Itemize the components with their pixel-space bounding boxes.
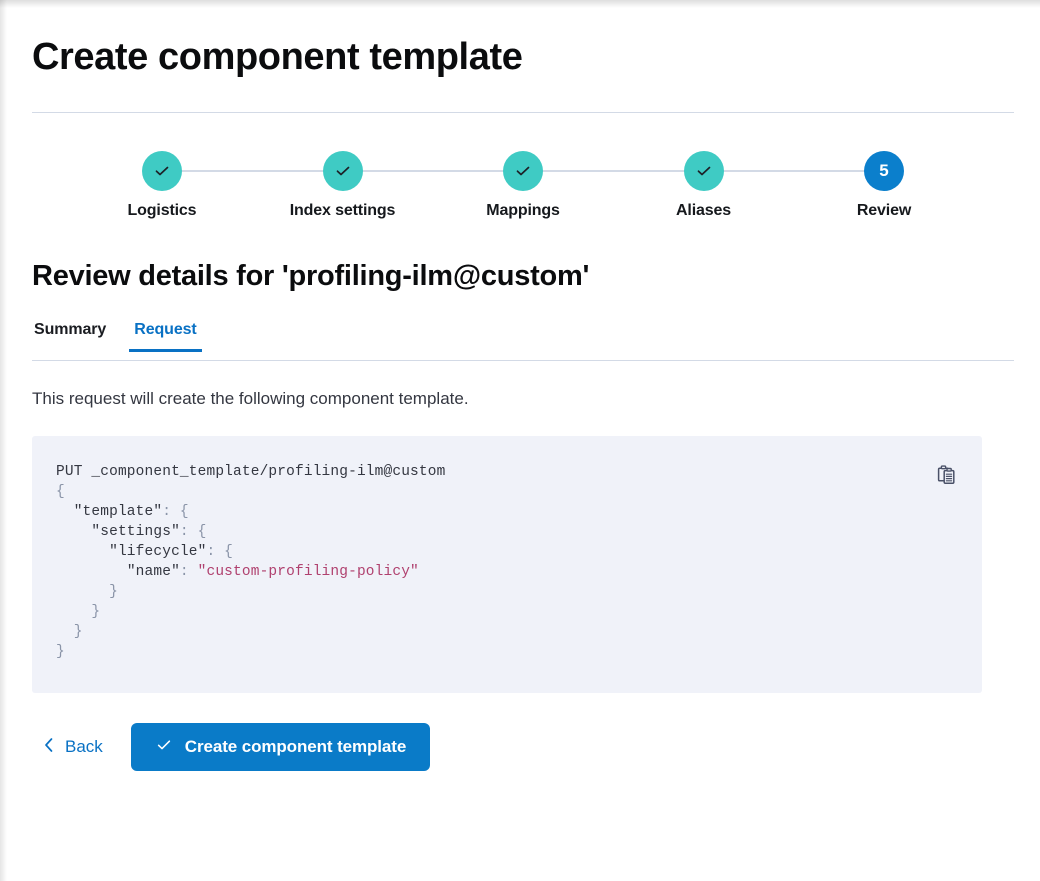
step-review[interactable]: 5 Review xyxy=(818,151,950,220)
code-line-close-3: } xyxy=(56,624,83,640)
step-label: Index settings xyxy=(289,202,396,219)
create-component-template-button[interactable]: Create component template xyxy=(130,723,431,771)
check-icon xyxy=(333,161,353,181)
back-button[interactable]: Back xyxy=(32,732,109,763)
step-status-complete xyxy=(142,151,182,191)
step-status-complete xyxy=(503,151,543,191)
tab-summary[interactable]: Summary xyxy=(32,321,108,351)
code-line-close-4: } xyxy=(56,644,65,660)
code-line-close-2: } xyxy=(56,604,101,620)
step-label: Logistics xyxy=(127,202,197,219)
code-line-put: PUT _component_template/profiling-ilm@cu… xyxy=(56,464,446,480)
tab-request[interactable]: Request xyxy=(129,321,203,352)
wizard-stepper: Logistics Index settings xyxy=(32,151,1014,233)
check-icon xyxy=(513,161,533,181)
review-heading: Review details for 'profiling-ilm@custom… xyxy=(32,260,590,292)
step-label: Review xyxy=(856,202,912,219)
review-tabs: Summary Request xyxy=(32,321,1014,361)
check-icon xyxy=(152,161,172,181)
request-code-block: PUT _component_template/profiling-ilm@cu… xyxy=(32,436,982,693)
code-line-template: "template": { xyxy=(73,504,189,520)
code-line-close-1: } xyxy=(56,584,118,600)
code-line-name: "name": "custom-profiling-policy" xyxy=(126,564,419,580)
wizard-actions: Back Create component template xyxy=(32,723,1014,771)
copy-clipboard-icon[interactable] xyxy=(934,462,960,488)
step-label: Mappings xyxy=(486,202,560,219)
chevron-left-icon xyxy=(42,736,56,759)
code-line-open-brace: { xyxy=(56,484,65,500)
step-index-settings[interactable]: Index settings xyxy=(277,151,409,220)
check-icon xyxy=(694,161,714,181)
code-line-lifecycle: "lifecycle": { xyxy=(109,544,234,560)
page-content: Create component template Logistics xyxy=(32,0,1014,771)
create-component-template-label: Create component template xyxy=(184,737,407,756)
title-divider xyxy=(32,112,1014,113)
window-left-shadow xyxy=(0,0,7,881)
step-number-badge: 5 xyxy=(864,151,904,191)
step-status-complete xyxy=(322,151,363,191)
code-line-settings: "settings": { xyxy=(91,524,207,540)
check-icon xyxy=(155,736,173,759)
page-title: Create component template xyxy=(32,36,523,78)
request-code-text: PUT _component_template/profiling-ilm@cu… xyxy=(56,462,958,662)
step-status-complete xyxy=(683,151,724,191)
step-label: Aliases xyxy=(676,202,731,219)
step-logistics[interactable]: Logistics xyxy=(96,151,228,220)
step-mappings[interactable]: Mappings xyxy=(457,151,589,220)
step-aliases[interactable]: Aliases xyxy=(638,151,770,220)
back-button-label: Back xyxy=(65,737,103,756)
request-description: This request will create the following c… xyxy=(32,389,469,408)
